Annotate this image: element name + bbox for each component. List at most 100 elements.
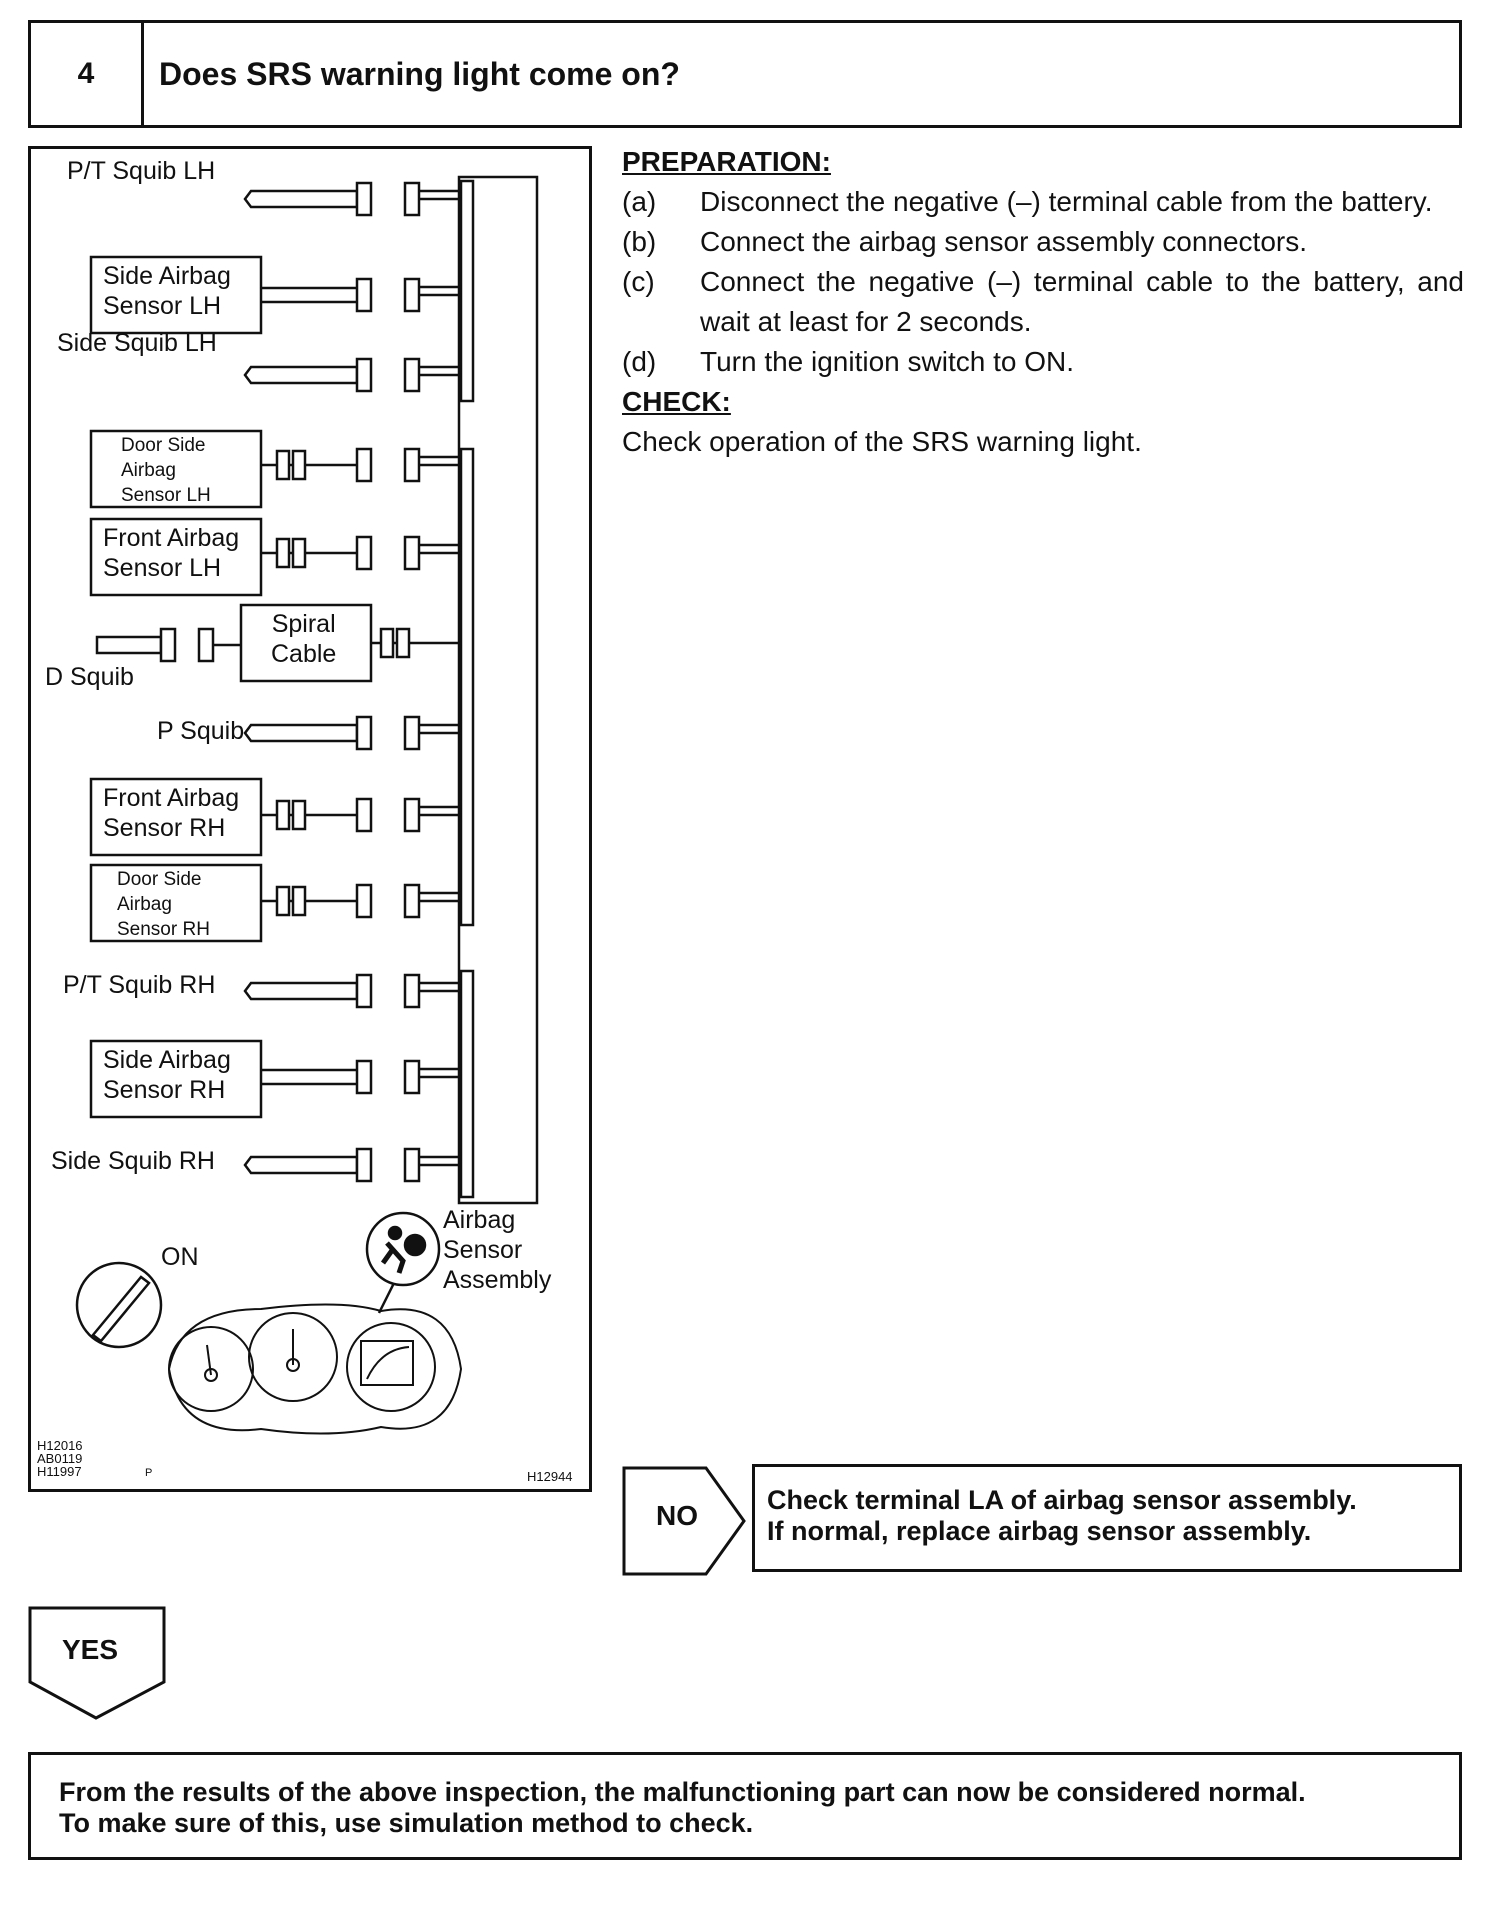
check-heading: CHECK: xyxy=(622,386,731,417)
inline-connector xyxy=(291,885,307,917)
connector-female xyxy=(403,797,421,833)
label-side-airbag-sensor-lh: Side Airbag Sensor LH xyxy=(103,261,231,321)
connector-female xyxy=(403,357,421,393)
connector-male xyxy=(355,535,373,571)
harness-block-1 xyxy=(459,179,475,403)
squib-plug xyxy=(243,981,359,1001)
no-arrow-tab xyxy=(622,1466,746,1576)
item-text: Connect the negative (–) terminal cable … xyxy=(700,266,1464,337)
label-door-side-airbag-sensor-lh: Door Side Airbag Sensor LH xyxy=(121,433,211,508)
no-result-line: If normal, replace airbag sensor assembl… xyxy=(767,1516,1312,1546)
front-airbag-sensor-lh-box xyxy=(89,517,263,597)
label-line: Door Side xyxy=(121,435,206,456)
squib-plug xyxy=(243,1155,359,1175)
label-line: Assembly xyxy=(443,1266,552,1294)
item-text: Turn the ignition switch to ON. xyxy=(700,346,1075,377)
inline-connector xyxy=(395,627,411,659)
label-line: Sensor RH xyxy=(117,919,210,940)
front-airbag-sensor-rh-box xyxy=(89,777,263,857)
inline-connector xyxy=(291,449,307,481)
connector-male xyxy=(355,181,373,217)
label-line: Side Airbag xyxy=(103,1046,231,1074)
final-note: From the results of the above inspection… xyxy=(28,1752,1462,1860)
item-label: (d) xyxy=(622,346,657,377)
label-line: Sensor LH xyxy=(121,485,211,506)
label-line: Sensor RH xyxy=(103,1076,226,1104)
ignition-key-icon xyxy=(75,1261,163,1349)
label-airbag-sensor-assembly: Airbag Sensor Assembly xyxy=(443,1205,551,1295)
label-door-side-airbag-sensor-rh: Door Side Airbag Sensor RH xyxy=(117,867,210,942)
preparation-heading: PREPARATION: xyxy=(622,146,831,177)
door-side-airbag-sensor-lh-box xyxy=(89,429,263,509)
harness-block-2 xyxy=(459,447,475,927)
connector-male xyxy=(355,883,373,919)
yes-arrow-tab xyxy=(28,1606,166,1720)
connector-female xyxy=(403,1059,421,1095)
connector-female xyxy=(403,535,421,571)
no-label: NO xyxy=(656,1500,698,1531)
harness-block-3 xyxy=(459,969,475,1199)
label-line: Front Airbag xyxy=(103,524,240,552)
label-side-airbag-sensor-rh: Side Airbag Sensor RH xyxy=(103,1045,231,1105)
label-line: Sensor RH xyxy=(103,814,226,842)
item-text: Disconnect the negative (–) terminal cab… xyxy=(700,186,1433,217)
connector-male xyxy=(355,447,373,483)
label-line: Airbag xyxy=(121,460,176,481)
figure-codes-left: H12016 AB0119 H11997 xyxy=(37,1439,83,1478)
item-label: (b) xyxy=(622,226,657,257)
inline-connector xyxy=(275,449,291,481)
squib-plug xyxy=(243,723,359,743)
inline-connector xyxy=(379,627,395,659)
no-result-box: Check terminal LA of airbag sensor assem… xyxy=(752,1464,1462,1572)
label-line: Side Airbag xyxy=(103,262,231,290)
connector-female xyxy=(403,447,421,483)
label-line: Airbag xyxy=(443,1206,516,1234)
label-line: Door Side xyxy=(117,869,202,890)
label-line: Front Airbag xyxy=(103,784,240,812)
connector-male xyxy=(355,973,373,1009)
connector-male xyxy=(355,1147,373,1183)
label-pt-squib-rh: P/T Squib RH xyxy=(63,971,216,999)
label-spiral-cable: Spiral Cable xyxy=(271,609,336,669)
check-text: Check operation of the SRS warning light… xyxy=(622,426,1142,457)
instructions: PREPARATION: (a) Disconnect the negative… xyxy=(622,142,1464,462)
final-note-line: To make sure of this, use simulation met… xyxy=(59,1808,754,1838)
code-line: H11997 xyxy=(37,1464,82,1479)
label-line: Sensor LH xyxy=(103,292,222,320)
connector-female xyxy=(403,181,421,217)
srs-airbag-warning-icon xyxy=(365,1211,441,1314)
inline-connector xyxy=(291,537,307,569)
instrument-cluster-icon xyxy=(167,1303,463,1435)
connector-female xyxy=(403,973,421,1009)
connector-female xyxy=(403,715,421,751)
inline-connector xyxy=(275,799,291,831)
inline-connector xyxy=(291,799,307,831)
airbag-sensor-assembly-box xyxy=(457,175,539,1205)
label-d-squib: D Squib xyxy=(45,663,134,691)
door-side-airbag-sensor-rh-box xyxy=(89,863,263,943)
connector-female xyxy=(403,277,421,313)
preparation-item: (c) Connect the negative (–) terminal ca… xyxy=(622,262,1464,342)
side-airbag-sensor-rh-box xyxy=(89,1039,263,1119)
wiring-figure: P/T Squib LH Side Airbag Sensor LH Side … xyxy=(28,146,592,1492)
preparation-item: (d) Turn the ignition switch to ON. xyxy=(622,342,1464,382)
step-number: 4 xyxy=(31,23,144,125)
squib-plug xyxy=(243,189,359,209)
label-line: Sensor xyxy=(443,1236,523,1264)
item-label: (a) xyxy=(622,186,657,217)
connector-male xyxy=(355,715,373,751)
inline-connector xyxy=(275,885,291,917)
label-front-airbag-sensor-lh: Front Airbag Sensor LH xyxy=(103,523,239,583)
label-front-airbag-sensor-rh: Front Airbag Sensor RH xyxy=(103,783,239,843)
preparation-item: (b) Connect the airbag sensor assembly c… xyxy=(622,222,1464,262)
label-line: Sensor LH xyxy=(103,554,222,582)
yes-label: YES xyxy=(62,1634,119,1665)
label-line: Cable xyxy=(271,640,337,668)
d-squib-connector xyxy=(95,627,241,663)
label-p-squib: P Squib xyxy=(157,717,245,745)
connector-male xyxy=(355,277,373,313)
code-line: AB0119 xyxy=(37,1451,83,1466)
wiring-diagram xyxy=(75,175,539,1435)
squib-plug xyxy=(243,365,359,385)
connector-female xyxy=(403,883,421,919)
